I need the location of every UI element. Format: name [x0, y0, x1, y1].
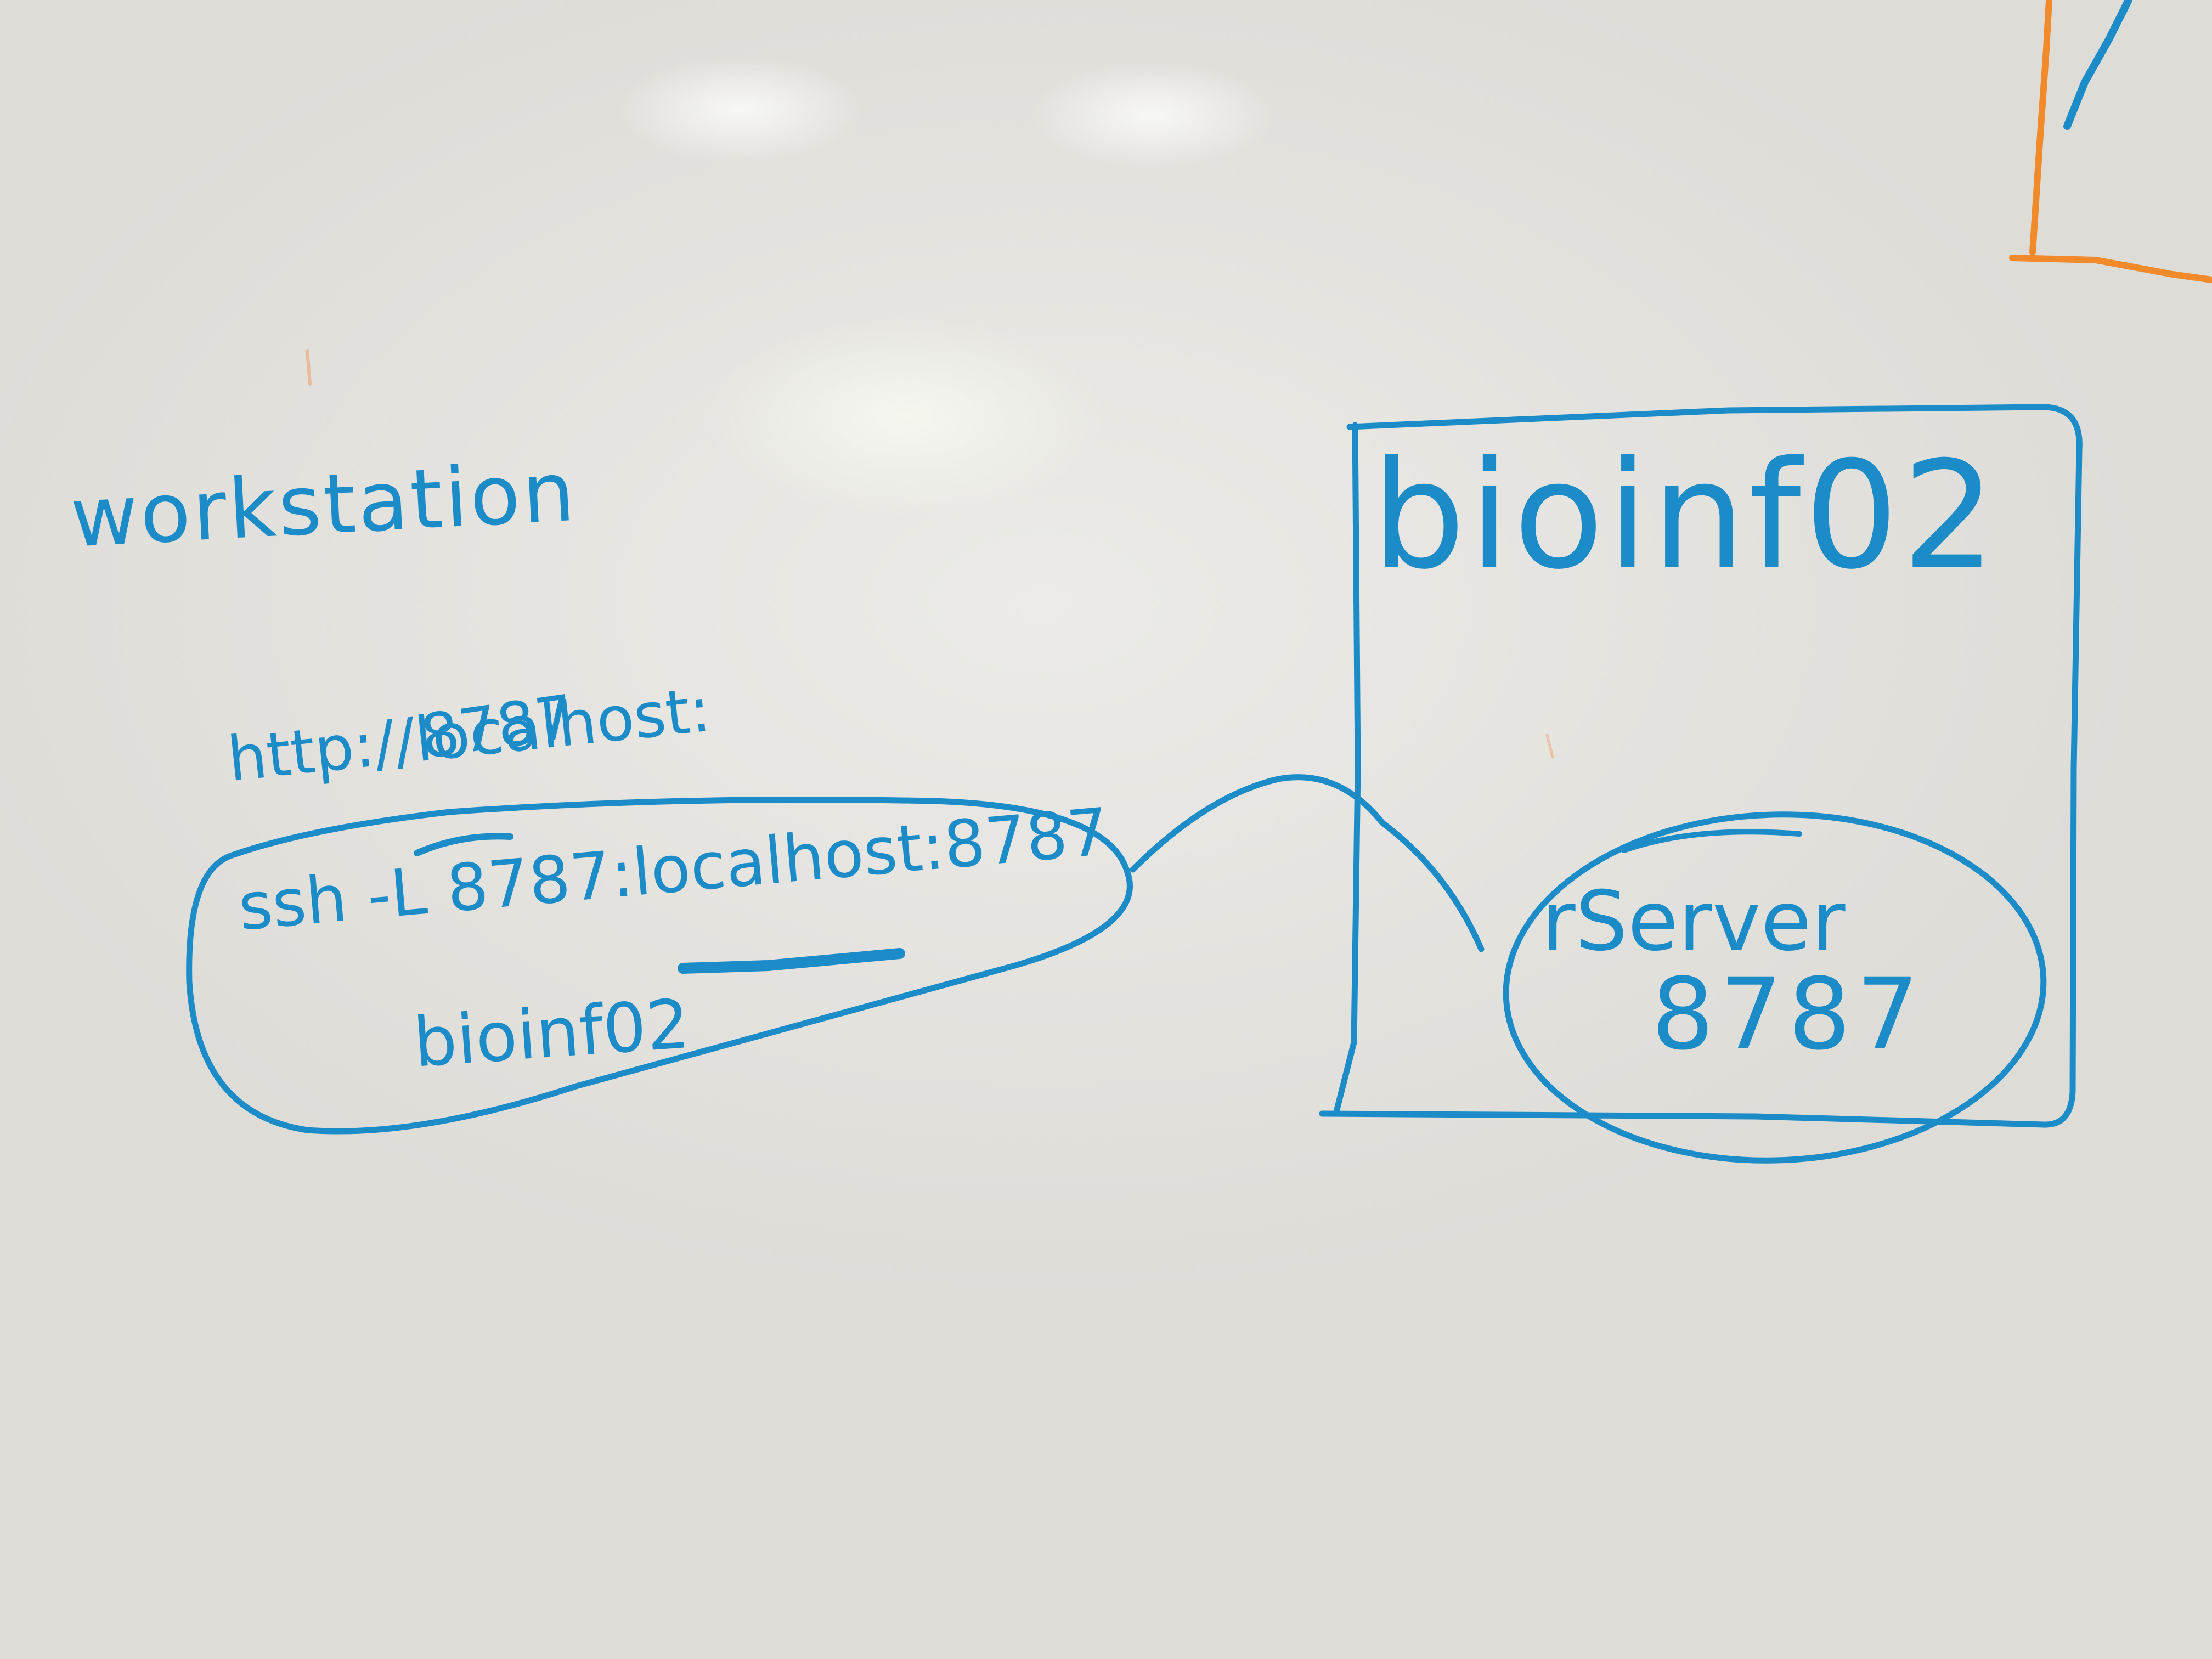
blue-corner-stroke: [2063, 0, 2132, 130]
orange-smudge: [1545, 733, 1554, 759]
orange-corner-line-vertical: [2029, 0, 2052, 256]
orange-smudge: [306, 349, 312, 386]
localhost-underline: [678, 948, 905, 974]
rserver-port-label: 8787: [1651, 957, 1925, 1072]
ssh-host-text: bioinf02: [411, 984, 692, 1083]
server-box-outline: [1319, 404, 2083, 1128]
rserver-ellipse: [1503, 811, 2047, 1164]
rserver-label: rServer: [1542, 874, 1846, 969]
rserver-ellipse-overlap: [1621, 829, 1802, 853]
ellipse-overline: [414, 833, 514, 856]
workstation-label: workstation: [68, 444, 579, 566]
tunnel-connection-line: [1130, 774, 1485, 952]
server-title: bioinf02: [1372, 429, 2000, 602]
ssh-command-ellipse: [186, 797, 1133, 1135]
orange-corner-line-horizontal: [2009, 255, 2212, 283]
